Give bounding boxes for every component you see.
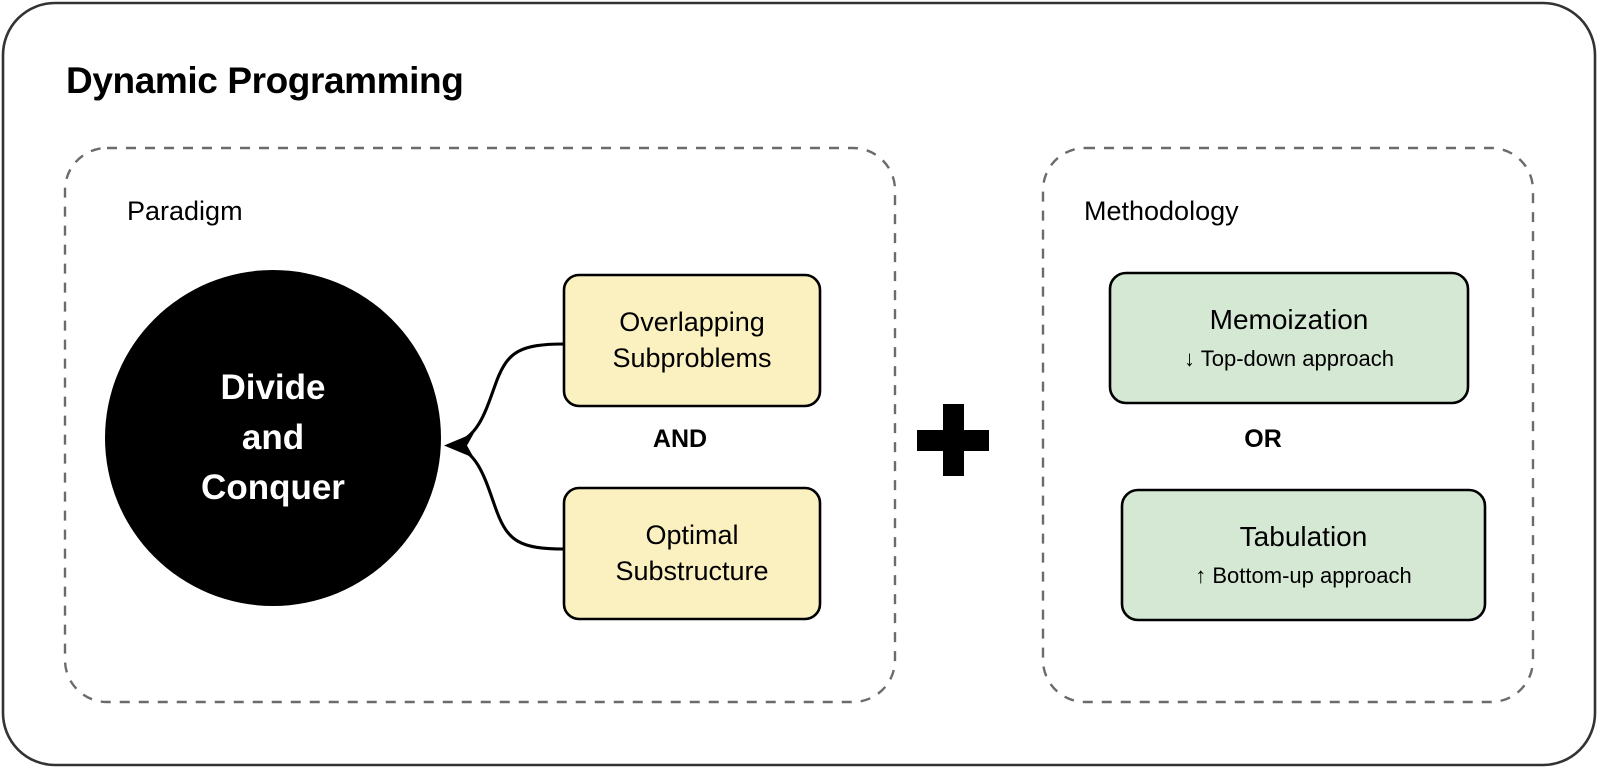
condition-label-overlapping-subproblems: Overlapping Subproblems <box>564 275 820 406</box>
circle-line-3: Conquer <box>201 467 345 507</box>
condition-1-line-2: Subproblems <box>612 342 772 373</box>
circle-line-1: Divide <box>220 368 326 408</box>
memoization-subtitle: ↓ Top-down approach <box>1184 346 1394 372</box>
plus-sign-icon <box>917 404 989 476</box>
page-title: Dynamic Programming <box>66 60 464 101</box>
circle-line-2: and <box>241 418 305 458</box>
approach-label-memoization: Memoization ↓ Top-down approach <box>1110 273 1468 403</box>
memoization-title: Memoization <box>1209 303 1369 335</box>
divide-and-conquer-label: Divide and Conquer <box>105 270 441 606</box>
methodology-panel-label: Methodology <box>1084 196 1239 226</box>
condition-1-line-1: Overlapping <box>619 306 765 337</box>
paradigm-operator-and: AND <box>652 425 708 453</box>
methodology-operator-or: OR <box>1244 425 1282 453</box>
tabulation-title: Tabulation <box>1239 520 1368 552</box>
condition-2-line-1: Optimal <box>645 519 739 550</box>
condition-label-optimal-substructure: Optimal Substructure <box>564 488 820 619</box>
tabulation-subtitle: ↑ Bottom-up approach <box>1195 563 1412 589</box>
paradigm-panel-label: Paradigm <box>127 196 243 226</box>
approach-label-tabulation: Tabulation ↑ Bottom-up approach <box>1122 490 1485 620</box>
condition-2-line-2: Substructure <box>615 555 769 586</box>
plus-vertical-bar <box>943 404 964 476</box>
paradigm-connector-arrow <box>452 342 566 551</box>
connector-arrowhead <box>444 433 474 458</box>
